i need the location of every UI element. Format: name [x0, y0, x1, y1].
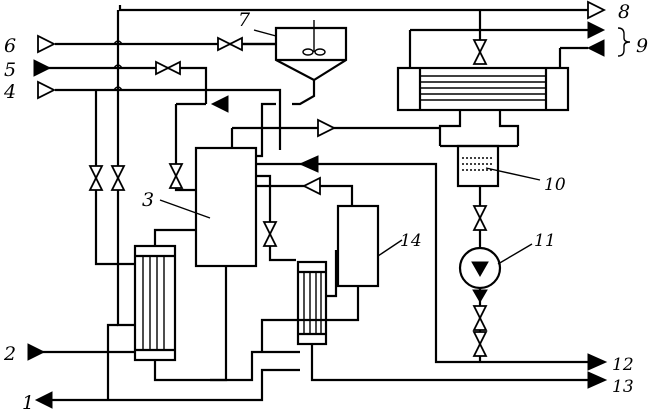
leader-11 [497, 243, 533, 265]
valve-stream-6 [217, 36, 243, 52]
heat-exchanger-right [296, 260, 328, 346]
condenser-tubes [420, 75, 546, 101]
arrow-vapor [317, 118, 337, 138]
valve-pump-2 [472, 331, 488, 357]
stream-5-line [48, 66, 208, 104]
line-7-out [292, 80, 316, 106]
label-8: 8 [618, 1, 630, 23]
condenser-down-r [498, 110, 520, 146]
hx-left-to-column [153, 228, 196, 246]
arrow-out-9a [587, 21, 606, 39]
column-to-14 [256, 174, 296, 262]
column-bottom-out [210, 266, 228, 382]
heat-exchanger-left [133, 244, 177, 362]
valve-stream-5 [155, 60, 181, 76]
label-11: 11 [534, 231, 556, 251]
crossover-bump-2 [113, 64, 123, 69]
valve-column-feed [168, 163, 184, 189]
label-9: 9 [636, 35, 648, 57]
pump-11-arrow [471, 261, 489, 278]
vessel-14-bottom [260, 286, 360, 352]
condenser-shell [396, 66, 570, 112]
stream-8-line [118, 5, 588, 12]
arrow-out-13 [587, 371, 608, 389]
arrow-in-4 [37, 80, 57, 100]
receiver-liquid [462, 157, 494, 171]
agitator-blade-r [314, 48, 326, 56]
label-2: 2 [3, 343, 16, 365]
stream-4-line [55, 88, 282, 150]
label-6: 6 [4, 35, 16, 57]
arrow-out-12 [587, 353, 608, 371]
arrow-in-5 [33, 59, 52, 77]
pump-discharge-arrow [472, 289, 488, 303]
stream-1-branch [106, 323, 118, 400]
vessel-14 [336, 204, 380, 288]
return-14-line [256, 184, 354, 206]
column-3 [194, 146, 258, 268]
hx-left-tubes [142, 256, 165, 350]
valve-feed-a [88, 165, 104, 191]
label-13: 13 [612, 377, 634, 397]
leader-14 [377, 239, 403, 257]
valve-pump-1 [472, 305, 488, 331]
leader-7 [253, 29, 277, 37]
arrow-return-14 [301, 176, 321, 196]
crossover-bump-3 [113, 86, 123, 91]
valve-column-side [262, 221, 278, 247]
condenser-down [438, 110, 462, 146]
label-1: 1 [22, 392, 34, 414]
hx-right-to-14 [326, 250, 338, 298]
arrow-out-1 [34, 391, 53, 409]
feed-line-a [94, 90, 135, 266]
label-14: 14 [400, 231, 422, 251]
crossover-bump-1 [113, 40, 123, 45]
arrow-in-9b [586, 39, 605, 57]
receiver-10 [456, 144, 500, 188]
arrow-in-2 [27, 343, 46, 361]
reflux-line [256, 162, 600, 364]
arrow-reflux [298, 155, 319, 173]
label-3: 3 [142, 189, 154, 211]
label-5: 5 [4, 59, 16, 81]
hx-left-out [153, 350, 300, 382]
leader-10 [485, 167, 541, 181]
arrow-in-6 [37, 34, 57, 54]
column-feed-left [174, 104, 196, 192]
column-side-1 [256, 102, 276, 158]
stream-1-line [44, 368, 300, 402]
label-10: 10 [544, 175, 566, 195]
agitator-blade-l [302, 48, 314, 56]
arrow-out-8 [587, 0, 607, 20]
valve-stream-8 [472, 39, 488, 65]
label-4: 4 [3, 81, 16, 103]
hx-right-tubes [303, 272, 322, 334]
valve-receiver [472, 205, 488, 231]
brace-9 [617, 27, 631, 57]
label-12: 12 [612, 355, 634, 375]
label-7: 7 [238, 9, 251, 31]
leader-3 [159, 199, 211, 219]
arrow-to-column-5 [210, 95, 229, 113]
hx-right-bottom [310, 344, 600, 382]
valve-feed-b [110, 165, 126, 191]
